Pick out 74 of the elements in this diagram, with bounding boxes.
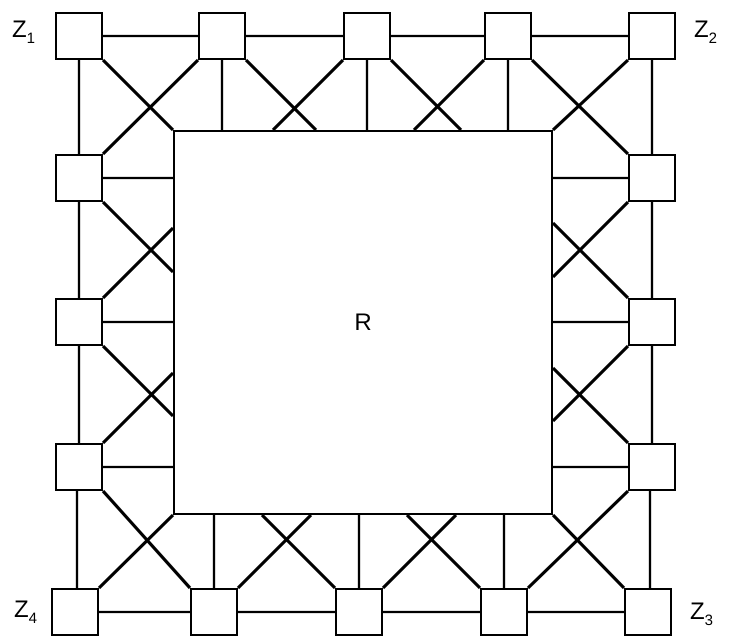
square-box — [484, 12, 532, 60]
connector-line — [76, 491, 78, 588]
connector-line — [552, 58, 630, 132]
corner-label: Z$_{2}$ — [694, 18, 718, 46]
square-box — [198, 12, 246, 60]
connector-line — [102, 372, 174, 444]
connector-line — [552, 366, 630, 444]
connector-line — [103, 176, 173, 180]
square-box — [624, 588, 672, 636]
connector-line — [98, 514, 174, 590]
square-box — [343, 12, 391, 60]
connector-line — [528, 610, 624, 614]
square-box — [480, 588, 528, 636]
connector-line — [78, 346, 80, 443]
corner-label: Z$_{1}$ — [12, 18, 36, 46]
connector-line — [650, 346, 654, 443]
connector-line — [102, 58, 200, 156]
connector-line — [366, 60, 368, 130]
connector-line — [102, 490, 192, 590]
connector-line — [78, 202, 80, 298]
connector-line — [382, 514, 458, 590]
connector-line — [78, 60, 80, 154]
square-box — [51, 588, 99, 636]
connector-line — [103, 320, 173, 324]
square-box — [55, 443, 103, 491]
connector-line — [220, 60, 224, 130]
connector-line — [506, 60, 510, 130]
connector-line — [552, 344, 630, 422]
connector-line — [650, 60, 654, 154]
square-box — [628, 298, 676, 346]
connector-line — [526, 490, 630, 590]
connector-line — [103, 466, 173, 468]
corner-label: Z$_{3}$ — [690, 600, 714, 628]
region-label: R — [354, 308, 372, 336]
connector-line — [102, 200, 174, 274]
connector-line — [553, 176, 628, 180]
connector-line — [553, 466, 628, 468]
connector-line — [391, 34, 484, 38]
connector-line — [390, 58, 462, 132]
connector-line — [530, 58, 630, 156]
square-box — [55, 12, 103, 60]
connector-line — [103, 34, 198, 38]
connector-line — [99, 610, 190, 614]
square-box — [335, 588, 383, 636]
connector-line — [412, 58, 486, 132]
connector-line — [102, 58, 174, 132]
connector-line — [246, 34, 343, 38]
connector-line — [102, 226, 174, 300]
square-box — [628, 154, 676, 202]
connector-line — [532, 34, 628, 38]
connector-line — [260, 514, 336, 590]
connector-line — [236, 514, 312, 590]
square-box — [190, 588, 238, 636]
connector-line — [552, 222, 630, 300]
connector-line — [406, 514, 482, 590]
square-box — [55, 298, 103, 346]
connector-line — [650, 202, 654, 298]
square-box — [628, 443, 676, 491]
connector-line — [244, 58, 318, 132]
square-box — [628, 12, 676, 60]
connector-line — [358, 515, 360, 588]
connector-line — [272, 58, 344, 132]
square-box — [55, 154, 103, 202]
connector-line — [212, 515, 216, 588]
connector-line — [553, 320, 628, 324]
connector-line — [552, 514, 626, 590]
connector-line — [238, 610, 335, 614]
connector-line — [102, 344, 174, 418]
connector-line — [383, 610, 480, 614]
corner-label: Z$_{4}$ — [14, 598, 38, 626]
region-box — [173, 130, 553, 515]
connector-line — [648, 491, 652, 588]
connector-line — [552, 200, 630, 278]
connector-line — [502, 515, 506, 588]
